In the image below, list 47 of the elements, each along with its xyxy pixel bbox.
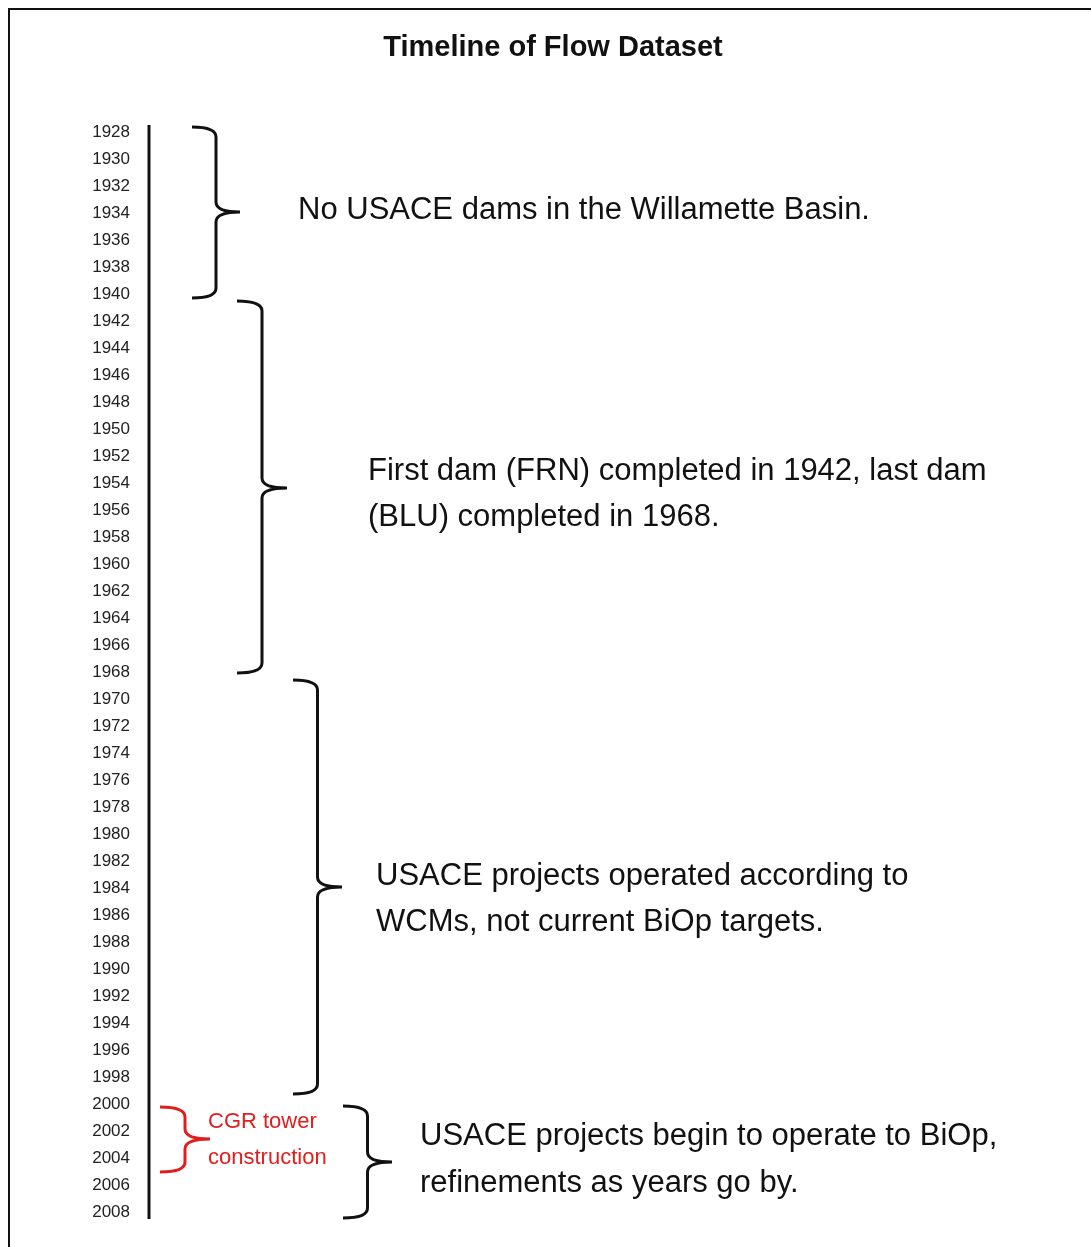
year-label: 1952 <box>91 446 130 466</box>
year-label: 1980 <box>91 824 130 844</box>
year-label: 1964 <box>91 608 130 628</box>
year-label: 1958 <box>91 527 130 547</box>
year-label: 1962 <box>91 581 130 601</box>
year-label: 1948 <box>91 392 130 412</box>
year-label: 1978 <box>91 797 130 817</box>
year-label: 1930 <box>91 149 130 169</box>
year-label: 1928 <box>91 122 130 142</box>
year-label: 1934 <box>91 203 130 223</box>
period-note: USACE projects operated according to WCMs, not current BiOp targets. <box>376 852 1016 944</box>
year-label: 1986 <box>91 905 130 925</box>
year-label: 1950 <box>91 419 130 439</box>
year-label: 1998 <box>91 1067 130 1087</box>
year-label: 1988 <box>91 932 130 952</box>
year-label: 1974 <box>91 743 130 763</box>
year-label: 2004 <box>91 1148 130 1168</box>
year-label: 1990 <box>91 959 130 979</box>
year-label: 1942 <box>91 311 130 331</box>
period-note: USACE projects begin to operate to BiOp, refinements as years go by. <box>420 1111 1040 1205</box>
year-label: 1972 <box>91 716 130 736</box>
year-label: 1960 <box>91 554 130 574</box>
period-note: CGR tower construction <box>208 1103 368 1175</box>
year-label: 1956 <box>91 500 130 520</box>
year-label: 2000 <box>91 1094 130 1114</box>
year-label: 1968 <box>91 662 130 682</box>
period-note: First dam (FRN) completed in 1942, last dam (BLU) completed in 1968. <box>368 447 988 539</box>
year-label: 1976 <box>91 770 130 790</box>
year-label: 1966 <box>91 635 130 655</box>
year-label: 1940 <box>91 284 130 304</box>
period-note: No USACE dams in the Willamette Basin. <box>298 190 1018 228</box>
year-label: 1996 <box>91 1040 130 1060</box>
year-label: 1992 <box>91 986 130 1006</box>
year-label: 2008 <box>91 1202 130 1222</box>
year-label: 1954 <box>91 473 130 493</box>
year-label: 1984 <box>91 878 130 898</box>
title: Timeline of Flow Dataset <box>382 30 724 63</box>
year-label: 1936 <box>91 230 130 250</box>
year-label: 1932 <box>91 176 130 196</box>
year-label: 1994 <box>91 1013 130 1033</box>
year-label: 1944 <box>91 338 130 358</box>
year-label: 2006 <box>91 1175 130 1195</box>
year-label: 1982 <box>91 851 130 871</box>
year-label: 1938 <box>91 257 130 277</box>
year-label: 1946 <box>91 365 130 385</box>
year-label: 1970 <box>91 689 130 709</box>
year-label: 2002 <box>91 1121 130 1141</box>
